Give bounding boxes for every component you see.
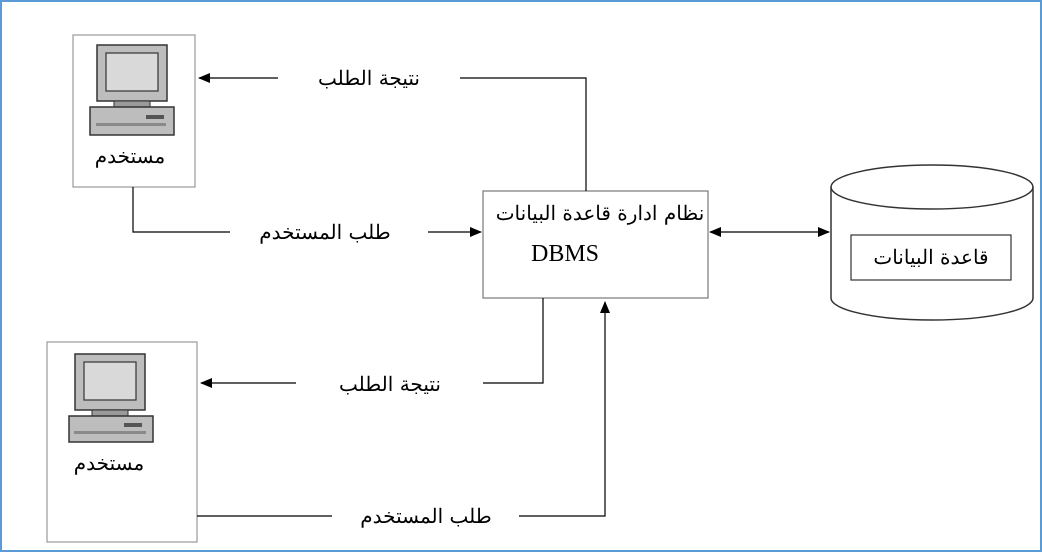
- arrow-request-user2: طلب المستخدم: [197, 301, 610, 528]
- dbms-title: نظام ادارة قاعدة البيانات: [496, 201, 705, 225]
- user-label: مستخدم: [95, 144, 165, 168]
- arrow-request-user1: طلب المستخدم: [132, 187, 482, 244]
- dbms-abbreviation: DBMS: [531, 241, 599, 267]
- request-result-label: نتيجة الطلب: [339, 372, 441, 396]
- database-cylinder: قاعدة البيانات: [830, 164, 1034, 321]
- request-result-label: نتيجة الطلب: [318, 66, 420, 90]
- user-terminal-top: مستخدم: [72, 34, 196, 188]
- user-request-label: طلب المستخدم: [259, 220, 390, 244]
- dbms-box: نظام ادارة قاعدة البيانات DBMS: [482, 190, 709, 299]
- arrow-result-user1: نتيجة الطلب: [198, 66, 587, 191]
- computer-icon: [89, 44, 175, 136]
- user-label: مستخدم: [74, 451, 144, 475]
- computer-icon: [68, 353, 154, 443]
- database-label: قاعدة البيانات: [873, 245, 988, 269]
- user-terminal-bottom: مستخدم: [46, 341, 198, 543]
- user-request-label: طلب المستخدم: [360, 504, 491, 528]
- arrow-result-user2: نتيجة الطلب: [200, 298, 544, 396]
